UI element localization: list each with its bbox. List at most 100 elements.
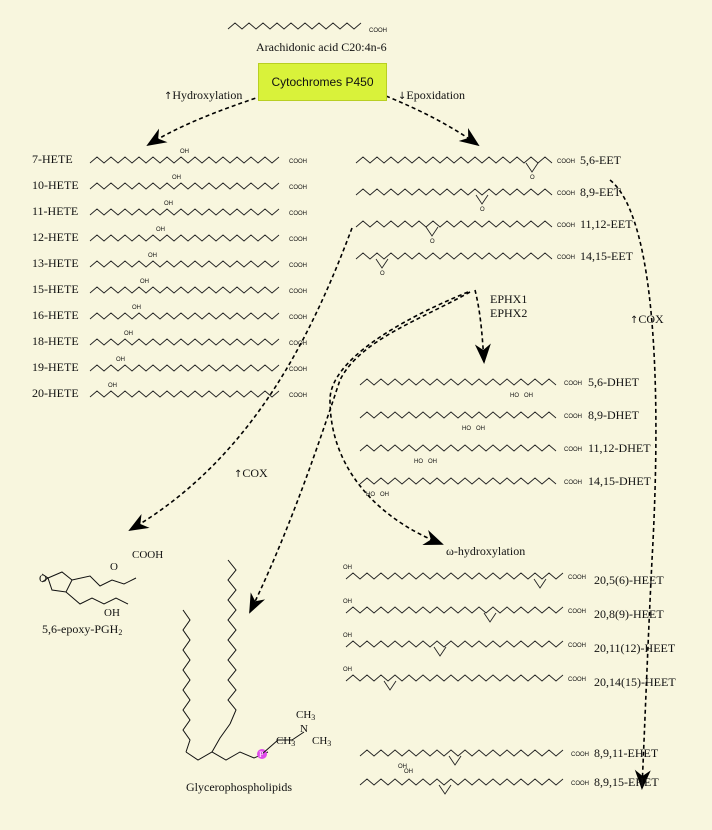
hete-label: 7-HETE <box>32 152 73 166</box>
phospholipid-structure <box>182 559 305 761</box>
hete-cooh: COOH <box>289 341 307 347</box>
ehet-cooh: COOH <box>571 752 589 758</box>
eet-chain <box>355 220 553 228</box>
heet-label: 20,14(15)-HEET <box>594 675 676 689</box>
ehet-chain <box>359 778 564 786</box>
hete-chain <box>89 364 280 372</box>
eet-cooh: COOH <box>557 223 575 229</box>
dhet-oh: OH <box>476 426 485 432</box>
cox-right-text: COX <box>638 312 664 326</box>
omega-hydroxylation-label: ω-hydroxylation <box>446 544 526 558</box>
hete-cooh: COOH <box>289 159 307 165</box>
cox-left-text: COX <box>242 466 268 480</box>
phosphate-p-label: P <box>259 750 264 759</box>
eet-epoxide <box>525 162 539 173</box>
arachidonic-acid-chain <box>227 22 362 30</box>
arrow-to-phospholipids <box>249 291 471 614</box>
dhet-label: 14,15-DHET <box>588 474 651 488</box>
up-arrow-icon: ↑ <box>164 91 173 102</box>
hete-chain <box>89 208 280 216</box>
hete-label: 19-HETE <box>32 360 79 374</box>
ehet-cooh: COOH <box>571 781 589 787</box>
heet-epoxide <box>433 646 447 657</box>
heet-chain <box>345 606 564 614</box>
hete-cooh: COOH <box>289 367 307 373</box>
arrow-to-hete <box>146 95 263 147</box>
hete-cooh: COOH <box>289 315 307 321</box>
heet-cooh: COOH <box>568 677 586 683</box>
heet-epoxide <box>533 578 547 589</box>
heet-cooh: COOH <box>568 643 586 649</box>
hete-chain <box>89 390 280 398</box>
eet-chain <box>355 188 553 196</box>
hete-cooh: COOH <box>289 393 307 399</box>
hete-oh: OH <box>116 357 125 363</box>
choline-ch3-left: CH3 <box>276 735 296 748</box>
hete-label: 12-HETE <box>32 230 79 244</box>
reaction-arrows <box>128 95 657 790</box>
ephx1-label: EPHX1 <box>490 292 528 306</box>
choline-n-label: N <box>300 723 308 735</box>
pgh2-subscript: 2 <box>118 628 123 637</box>
hete-label: 10-HETE <box>32 178 79 192</box>
hete-cooh: COOH <box>289 211 307 217</box>
arrow-to-eet <box>385 95 480 147</box>
eet-epoxide <box>375 258 389 269</box>
hydroxylation-text: Hydroxylation <box>172 88 243 102</box>
ehet-epoxide <box>448 755 462 766</box>
hete-oh: OH <box>124 331 133 337</box>
hete-cooh: COOH <box>289 289 307 295</box>
pgh2-label: 5,6-epoxy-PGH2 <box>42 622 122 640</box>
hete-cooh: COOH <box>289 263 307 269</box>
heet-oh: OH <box>343 667 352 673</box>
hete-oh: OH <box>156 227 165 233</box>
eet-label: 5,6-EET <box>580 153 621 167</box>
arachidonic-acid-label: Arachidonic acid C20:4n-6 <box>256 40 387 54</box>
eet-label: 11,12-EET <box>580 217 633 231</box>
hete-chain <box>89 286 280 294</box>
eet-o: O <box>480 207 485 213</box>
hete-oh: OH <box>132 305 141 311</box>
choline-ch3-top: CH3 <box>296 709 316 722</box>
hete-chain <box>89 312 280 320</box>
eet-chain <box>355 156 553 164</box>
ehet-epoxide <box>438 784 452 795</box>
heet-chain <box>345 640 564 648</box>
ephx2-label: EPHX2 <box>490 306 528 320</box>
hete-chain <box>89 234 280 242</box>
eet-label: 8,9-EET <box>580 185 621 199</box>
dhet-label: 5,6-DHET <box>588 375 639 389</box>
dhet-chain <box>359 477 557 485</box>
arachidonic-cooh: COOH <box>369 28 387 34</box>
up-arrow-icon: ↑ <box>234 469 243 480</box>
dhet-ho: HO <box>510 393 519 399</box>
eet-o: O <box>430 239 435 245</box>
dhet-label: 8,9-DHET <box>588 408 639 422</box>
cox-right-label: ↑COX <box>630 312 664 328</box>
hete-label: 18-HETE <box>32 334 79 348</box>
hete-label: 16-HETE <box>32 308 79 322</box>
ehet-chain <box>359 749 564 757</box>
dhet-cooh: COOH <box>564 447 582 453</box>
heet-chain <box>345 674 564 682</box>
arrow-eet-to-ehet <box>609 179 657 790</box>
hete-oh: OH <box>140 279 149 285</box>
down-arrow-icon: ↓ <box>398 91 407 102</box>
dhet-cooh: COOH <box>564 414 582 420</box>
dhet-oh: OH <box>380 492 389 498</box>
epoxidation-text: Epoxidation <box>406 88 466 102</box>
dhet-chain <box>359 444 557 452</box>
hete-oh: OH <box>108 383 117 389</box>
eet-o: O <box>530 175 535 181</box>
hete-label: 20-HETE <box>32 386 79 400</box>
hete-oh: OH <box>148 253 157 259</box>
pgh-cooh-label: COOH <box>132 549 164 561</box>
ehet-oh: OH <box>398 764 407 770</box>
epoxidation-label: ↓Epoxidation <box>398 88 465 104</box>
eet-cooh: COOH <box>557 255 575 261</box>
cox-left-label: ↑COX <box>234 466 268 482</box>
heet-oh: OH <box>343 633 352 639</box>
dhet-ho: HO <box>414 459 423 465</box>
